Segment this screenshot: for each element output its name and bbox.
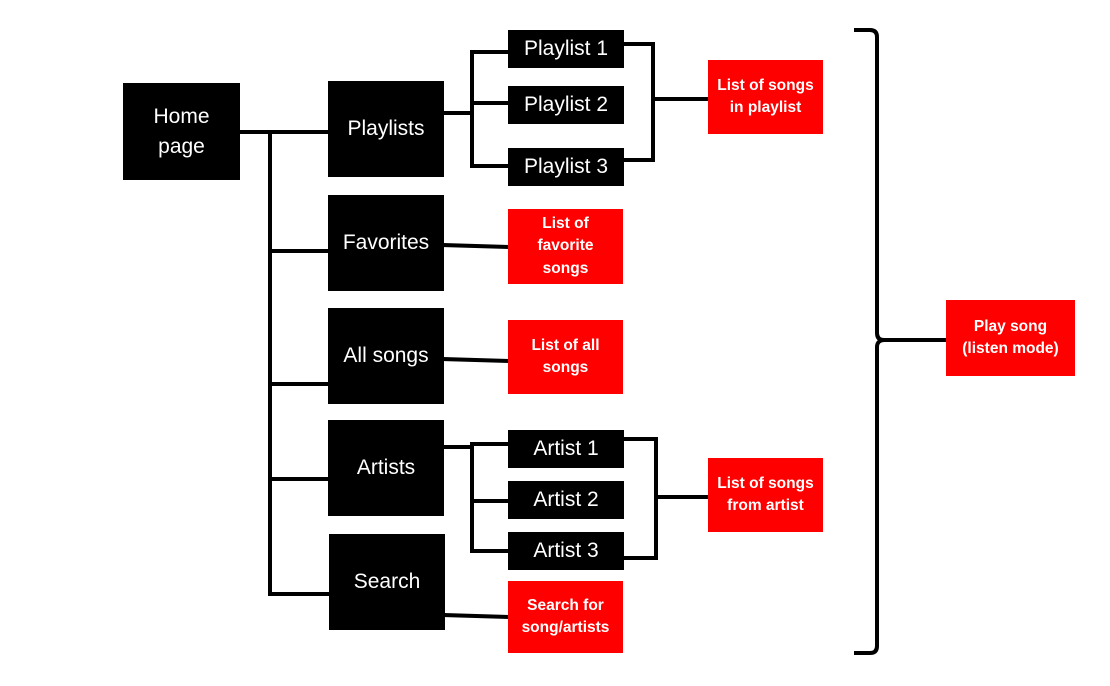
connector-favorites-to-list bbox=[440, 242, 512, 250]
connector-search-to-list bbox=[441, 612, 512, 620]
search-node: Search bbox=[329, 534, 445, 630]
playlist-1-node: Playlist 1 bbox=[508, 30, 624, 68]
all-songs-node: All songs bbox=[328, 308, 444, 404]
favorites-node: Favorites bbox=[328, 195, 444, 291]
search-song-artists-node: Search for song/artists bbox=[508, 581, 623, 653]
artist-2-node: Artist 2 bbox=[508, 481, 624, 519]
home-page-node: Home page bbox=[123, 83, 240, 180]
list-songs-in-playlist-node: List of songs in playlist bbox=[708, 60, 823, 134]
play-song-node: Play song (listen mode) bbox=[946, 300, 1075, 376]
list-all-songs-node: List of all songs bbox=[508, 320, 623, 394]
list-favorite-songs-node: List of favorite songs bbox=[508, 209, 623, 284]
connector-all-songs-to-list bbox=[440, 356, 512, 364]
playlists-node: Playlists bbox=[328, 81, 444, 177]
artist-3-node: Artist 3 bbox=[508, 532, 624, 570]
list-songs-from-artist-node: List of songs from artist bbox=[708, 458, 823, 532]
right-brace bbox=[854, 28, 948, 655]
artist-1-node: Artist 1 bbox=[508, 430, 624, 468]
playlist-2-node: Playlist 2 bbox=[508, 86, 624, 124]
playlist-3-node: Playlist 3 bbox=[508, 148, 624, 186]
artists-node: Artists bbox=[328, 420, 444, 516]
